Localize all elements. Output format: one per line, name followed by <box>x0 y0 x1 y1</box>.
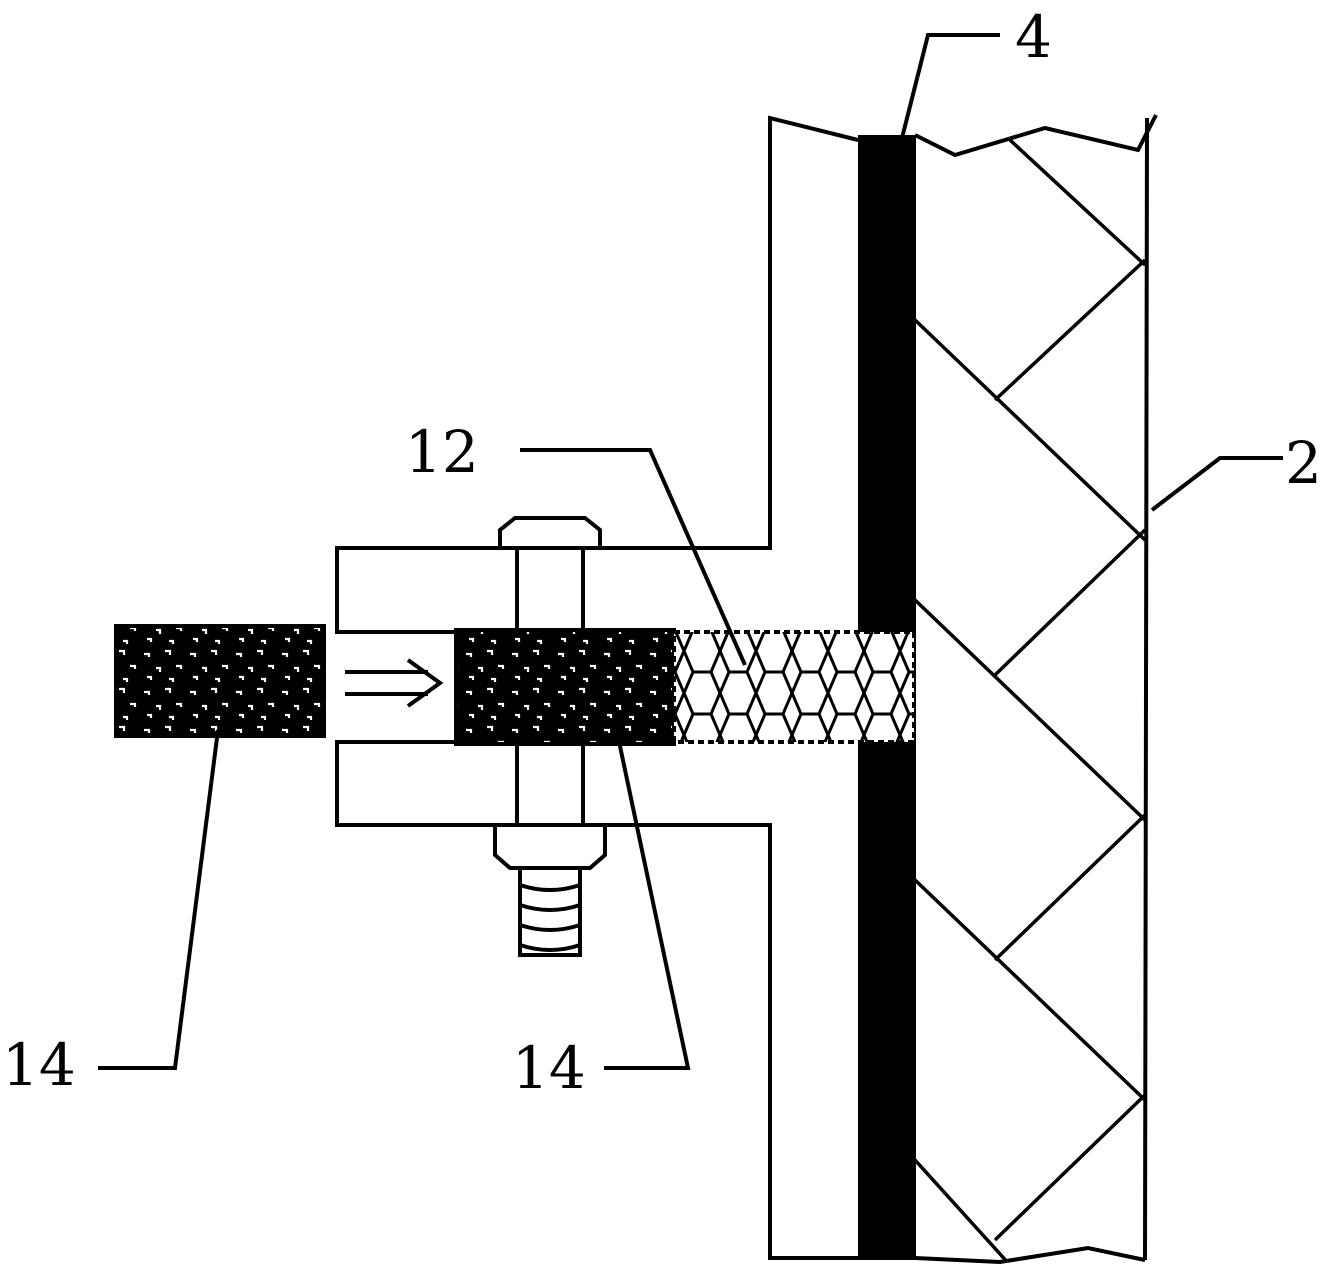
honeycomb-core <box>672 630 916 744</box>
inserted-plug <box>454 628 676 746</box>
double-arrow-right-icon <box>345 658 444 708</box>
leader-lines <box>98 33 1283 1070</box>
label-12: 12 <box>405 418 479 486</box>
bolt <box>493 516 607 957</box>
loose-plug <box>114 624 326 738</box>
label-14-left: 14 <box>2 1031 76 1099</box>
label-2: 2 <box>1285 429 1322 497</box>
wall-panel <box>914 114 1158 1265</box>
wall-hatching <box>915 138 1147 1262</box>
label-14-bottom: 14 <box>512 1034 586 1102</box>
label-4: 4 <box>1015 3 1052 71</box>
